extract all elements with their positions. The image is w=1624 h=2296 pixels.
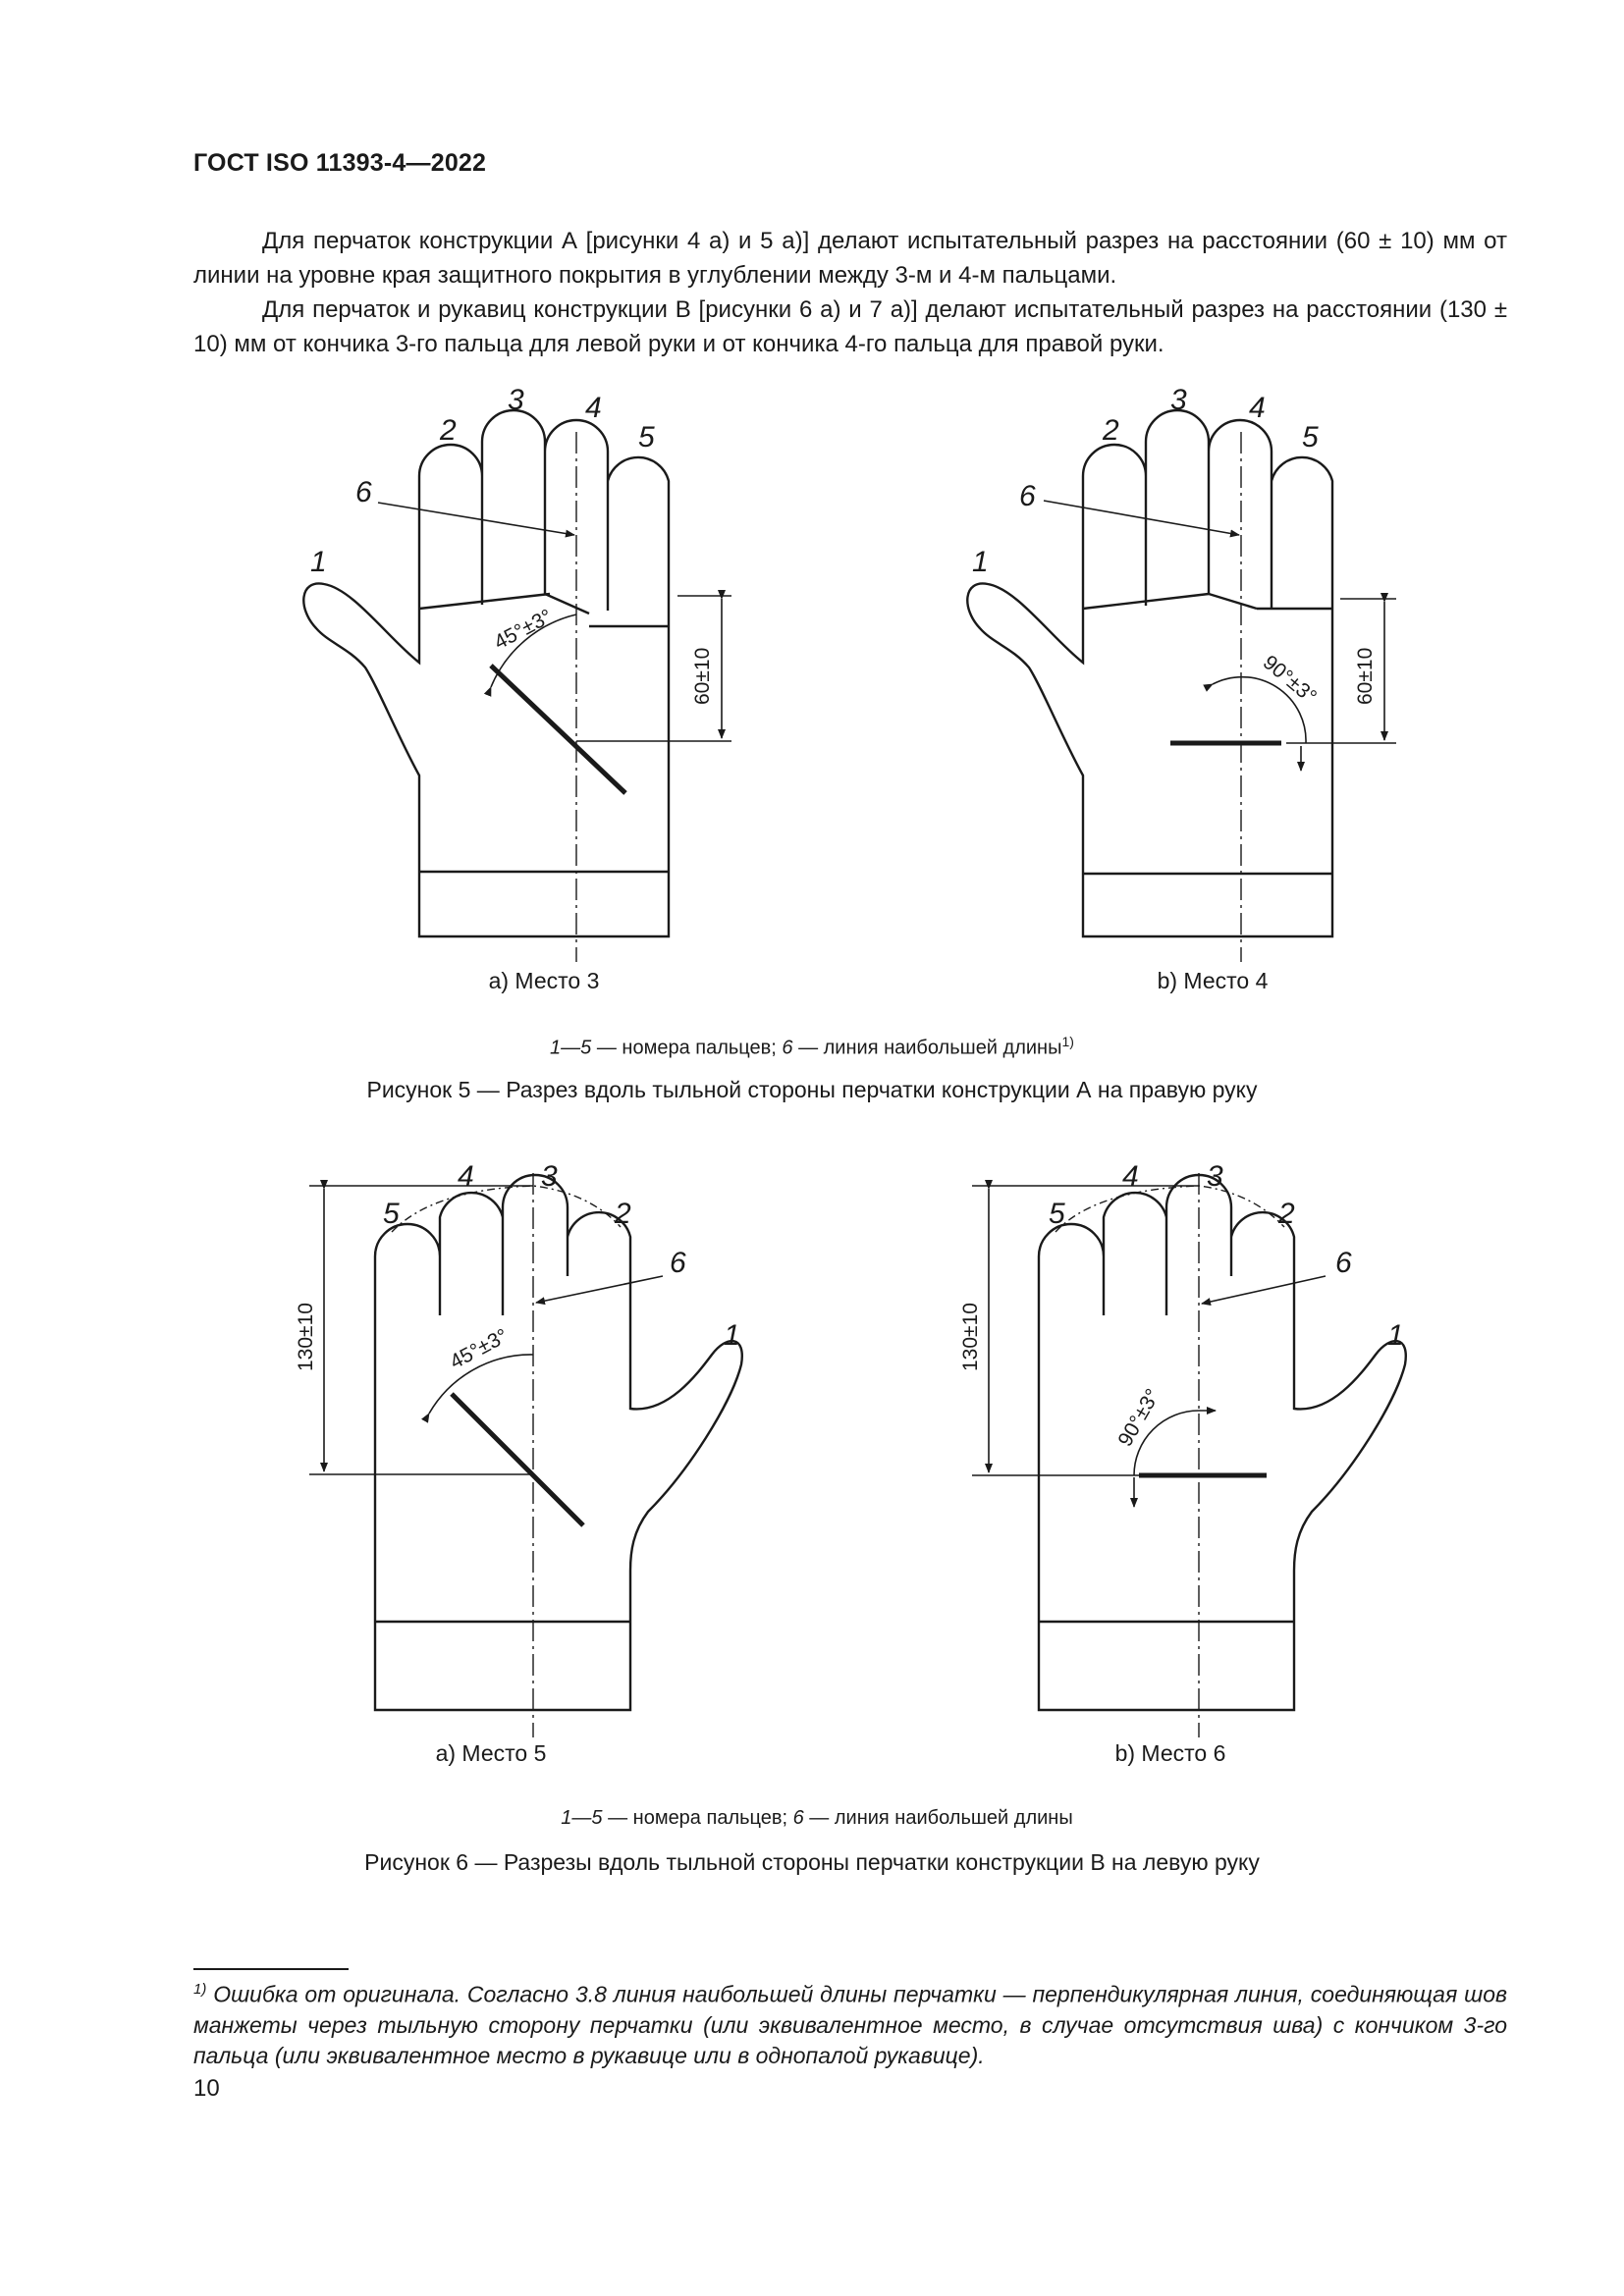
figure5b-callout-3: 3 (1170, 384, 1187, 416)
figure6a-cut-line (450, 1392, 585, 1527)
figure5b-glove-outline (966, 408, 1334, 938)
figure5a-cut-line (489, 664, 627, 795)
footnote-divider (193, 1968, 349, 1970)
figure5a-dimension-label: 60±10 (691, 648, 714, 705)
figure6-legend-line: 6 (792, 1807, 804, 1829)
figure6-legend-line-text: — линия наибольшей длины (803, 1807, 1073, 1829)
figure6b-callout-3: 3 (1207, 1160, 1223, 1193)
figure5b-angle-arc (1203, 675, 1307, 744)
figure5a-angle-label: 45°±3° (491, 605, 557, 654)
figure6a-callout-3: 3 (541, 1160, 558, 1193)
figure5b-glove (966, 408, 1396, 962)
figure5a-callout-6: 6 (355, 476, 372, 508)
figure6a-dimension-label: 130±10 (295, 1303, 317, 1371)
figure5b-angle-label: 90°±3° (1259, 651, 1321, 708)
figure5b-callout-2: 2 (1102, 414, 1119, 447)
figure5b-callout-4: 4 (1249, 392, 1266, 424)
figure5a-glove-outline (302, 408, 671, 938)
figure6b-angle-arc (1133, 1410, 1200, 1476)
figure5a-glove (302, 408, 731, 962)
figure5-legend-fingers-text: — номера пальцев; (591, 1037, 783, 1059)
footnote-marker: 1) (193, 1981, 207, 1998)
figure6a-callout-2: 2 (614, 1198, 631, 1230)
figure6b-callout-5: 5 (1049, 1198, 1065, 1230)
figure6b-callout-2: 2 (1277, 1198, 1295, 1230)
figure6b-callout-6: 6 (1335, 1247, 1352, 1279)
figure5a-leader-6 (377, 502, 575, 538)
figure6b-angle-label: 90°±3° (1113, 1385, 1164, 1450)
figure5a-callout-3: 3 (508, 384, 524, 416)
figure5b-callout-6: 6 (1019, 480, 1036, 512)
figure6-title: Рисунок 6 — Разрезы вдоль тыльной сторон… (364, 1849, 1260, 1875)
figure5a-angle-arc (483, 614, 577, 697)
figure6a-glove (309, 1173, 743, 1737)
figure5b-leader-6 (1043, 500, 1240, 538)
figure5-legend-line-text: — линия наибольшей длины (792, 1037, 1062, 1059)
figure5b-callout-1: 1 (972, 546, 989, 578)
footnote: 1) Ошибка от оригинала. Согласно 3.8 лин… (193, 1974, 1507, 2071)
figure6a-callout-4: 4 (458, 1160, 474, 1193)
figure5-legend-line: 6 (782, 1037, 793, 1059)
figure5-legend-note-ref: 1) (1061, 1034, 1074, 1049)
figure6-legend-fingers: 1—5 (561, 1807, 603, 1829)
figure6-legend: 1—5 — номера пальцев; 6 — линия наибольш… (326, 1807, 1308, 1830)
figure6a-callout-6: 6 (670, 1247, 686, 1279)
figure6a-callout-1: 1 (724, 1319, 740, 1352)
figure6b-callout-4: 4 (1122, 1160, 1139, 1193)
figure5b-dimension-label: 60±10 (1354, 648, 1377, 705)
figure5a-caption: а) Место 3 (488, 968, 600, 993)
figure5-legend-fingers: 1—5 (550, 1037, 592, 1059)
figure6b-dimension-label: 130±10 (959, 1303, 982, 1371)
paragraph-1: Для перчаток конструкции А [рисунки 4 а)… (193, 228, 1507, 289)
page-number: 10 (193, 2075, 220, 2102)
figure6b-glove-outline (1037, 1173, 1407, 1712)
figure5b-callout-5: 5 (1302, 421, 1319, 454)
figure6a-glove-outline (373, 1173, 743, 1712)
document-header: ГОСТ ISO 11393-4—2022 (193, 149, 487, 177)
figure5a-callout-2: 2 (439, 414, 457, 447)
figure6b-caption: b) Место 6 (1114, 1740, 1226, 1766)
figure6-legend-fingers-text: — номера пальцев; (602, 1807, 793, 1829)
figure6a-leader-6 (535, 1275, 664, 1306)
figure6b-glove (972, 1173, 1407, 1737)
figure5-title: Рисунок 5 — Разрез вдоль тыльной стороны… (366, 1077, 1258, 1102)
figure6a-angle-arc (421, 1354, 534, 1423)
figure5b-caption: b) Место 4 (1157, 968, 1269, 993)
figure5a-callout-4: 4 (585, 392, 602, 424)
figure6b-callout-1: 1 (1387, 1319, 1404, 1352)
figure6b-leader-6 (1201, 1275, 1326, 1306)
paragraph-2: Для перчаток и рукавиц конструкции В [ри… (193, 296, 1507, 357)
figure5a-callout-5: 5 (638, 421, 655, 454)
figure6a-callout-5: 5 (383, 1198, 400, 1230)
footnote-text: Ошибка от оригинала. Согласно 3.8 линия … (193, 1981, 1507, 2068)
figure5-legend: 1—5 — номера пальцев; 6 — линия наибольш… (321, 1034, 1303, 1060)
figure6a-caption: а) Место 5 (435, 1740, 547, 1766)
figure5a-callout-1: 1 (310, 546, 327, 578)
